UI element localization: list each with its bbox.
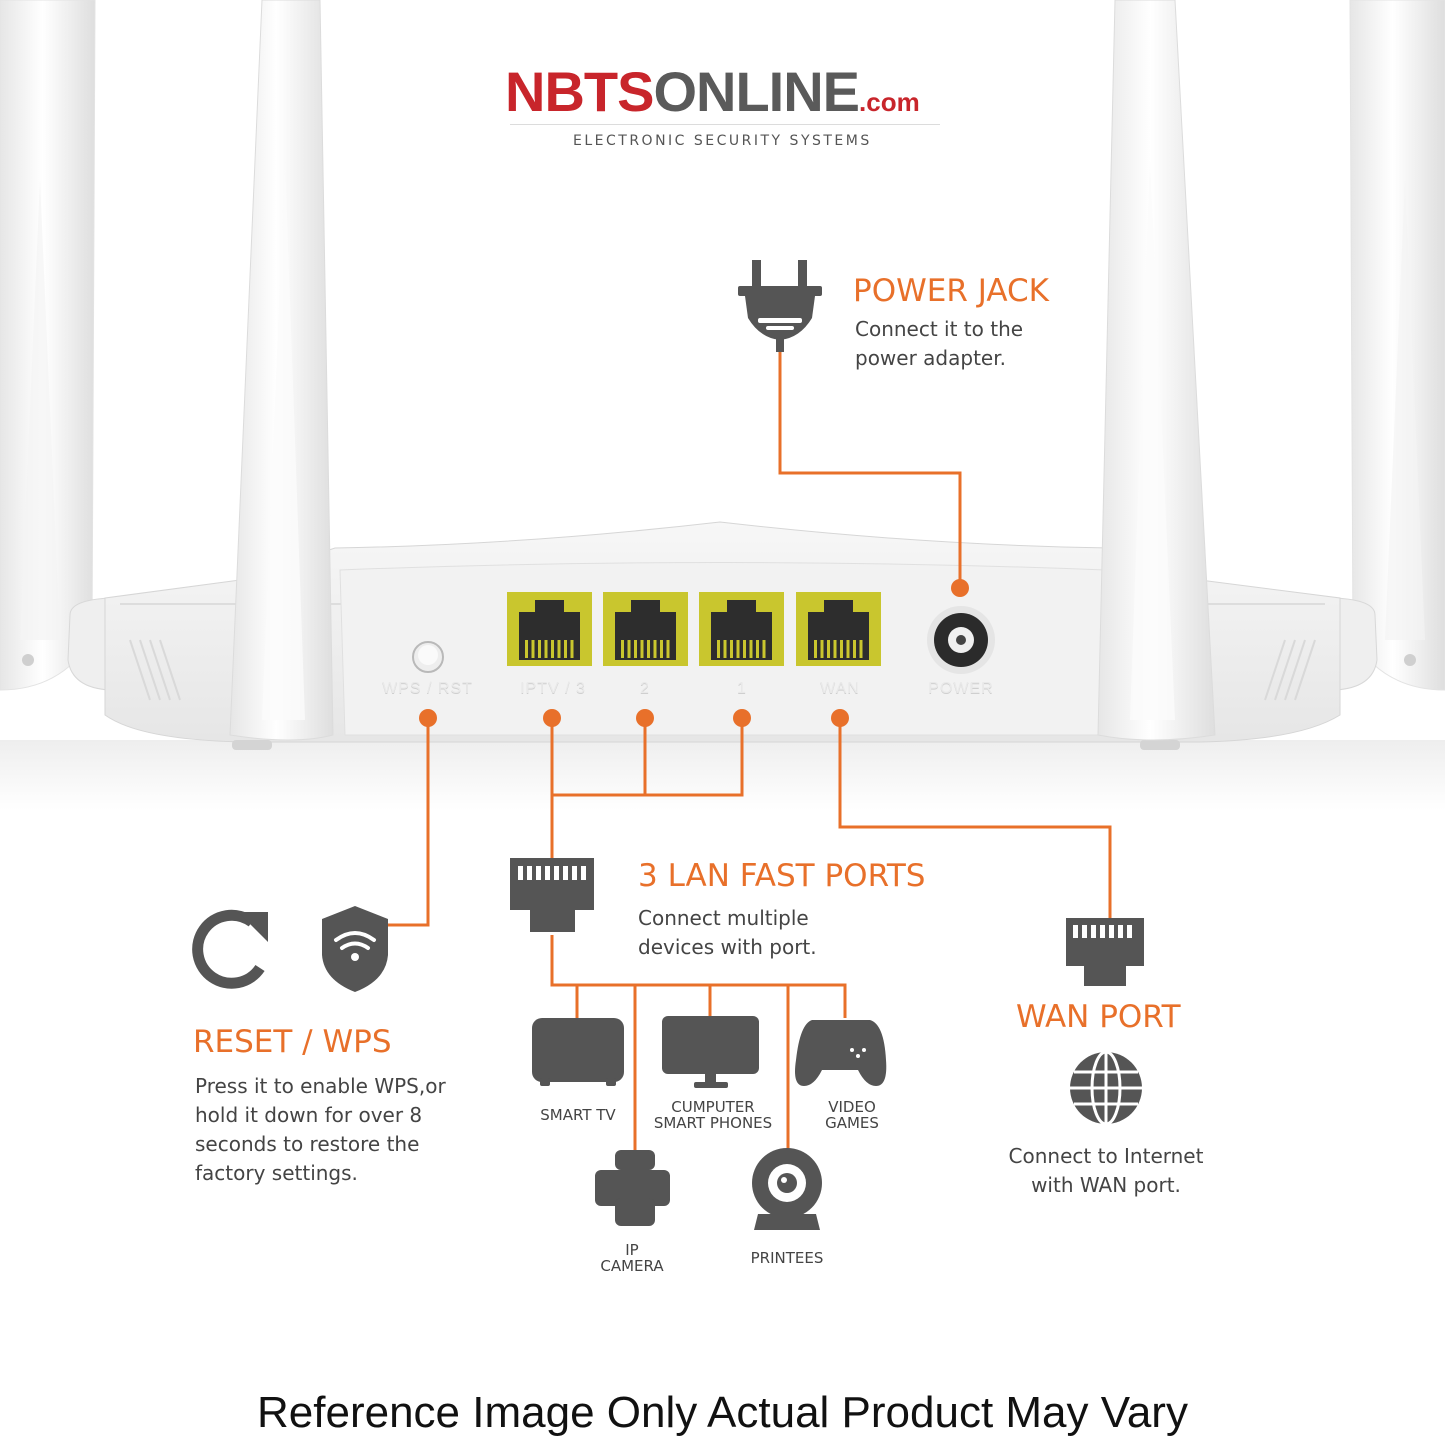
tv-icon [532, 1018, 624, 1086]
wifi-shield-icon [322, 906, 388, 992]
power-jack-line: Connect it to the [855, 317, 1024, 341]
gamepad-icon [795, 1020, 887, 1086]
lan-ports-description: Connect multiple devices with port. [638, 904, 898, 962]
reset-line: Press it to enable WPS,or [195, 1074, 446, 1098]
port-iptv-3 [507, 592, 592, 666]
wan-port-title: WAN PORT [1016, 999, 1181, 1035]
reset-line: hold it down for over 8 [195, 1103, 423, 1127]
lan-ports-title: 3 LAN FAST PORTS [638, 858, 926, 894]
ethernet-ports [507, 592, 881, 666]
disclaimer-text: Reference Image Only Actual Product May … [257, 1388, 1188, 1437]
power-socket [927, 606, 995, 674]
refresh-icon [192, 909, 268, 989]
port-label-2: 2 [640, 680, 650, 697]
connector-lines [385, 352, 1112, 1150]
power-jack-title: POWER JACK [853, 273, 1049, 309]
wan-line: with WAN port. [1031, 1173, 1181, 1197]
brand-tagline: ELECTRONIC SECURITY SYSTEMS [573, 133, 872, 149]
port-wan [796, 592, 881, 666]
logo-divider [510, 124, 940, 125]
router-hinge-right [1334, 597, 1378, 691]
reset-wps-title: RESET / WPS [193, 1024, 392, 1060]
connector-dots [419, 579, 969, 727]
port-lan-1 [699, 592, 784, 666]
globe-icon [1070, 1050, 1142, 1126]
brand-suffix: .com [859, 87, 920, 117]
reset-wps-description: Press it to enable WPS,or hold it down f… [195, 1072, 495, 1188]
device-label-ip-camera: IP CAMERA [600, 1241, 664, 1275]
reset-line: seconds to restore the [195, 1132, 420, 1156]
power-jack-description: Connect it to the power adapter. [855, 315, 1115, 373]
floor-shadow [0, 740, 1445, 810]
antenna-far-left [0, 0, 96, 691]
wan-port-description: Connect to Internet with WAN port. [990, 1142, 1222, 1200]
lan-line: Connect multiple [638, 906, 809, 930]
port-label-wps: WPS / RST [382, 680, 473, 697]
port-label-power: POWER [928, 680, 994, 697]
wan-ethernet-icon [1066, 918, 1144, 986]
reset-line: factory settings. [195, 1161, 358, 1185]
router-hinge-left [67, 597, 111, 691]
device-label-computer: CUMPUTER SMART PHONES [653, 1098, 773, 1132]
webcam-icon [752, 1148, 822, 1230]
port-lan-2 [603, 592, 688, 666]
lan-line: devices with port. [638, 935, 817, 959]
printer-icon [595, 1150, 670, 1226]
power-plug-icon [738, 260, 822, 352]
device-label-smart-tv: SMART TV [540, 1106, 616, 1124]
port-label-wan: WAN [820, 680, 860, 697]
wps-button [412, 641, 444, 673]
lan-ethernet-icon [510, 858, 594, 932]
port-label-1: 1 [737, 680, 747, 697]
power-jack-line: power adapter. [855, 346, 1006, 370]
device-label-video-games: VIDEO GAMES [825, 1098, 879, 1132]
antenna-inner-left [229, 0, 334, 741]
device-label-printers: PRINTEES [750, 1249, 824, 1267]
antenna-inner-right [1097, 0, 1216, 741]
port-label-iptv: IPTV / 3 [520, 680, 586, 697]
brand-name-gray: ONLINE [653, 60, 860, 123]
brand-logo: NBTSONLINE.com [505, 62, 920, 132]
wan-line: Connect to Internet [1008, 1144, 1204, 1168]
antenna-far-right [1349, 0, 1445, 691]
brand-name-red: NBTS [505, 60, 654, 123]
monitor-icon [662, 1016, 759, 1088]
